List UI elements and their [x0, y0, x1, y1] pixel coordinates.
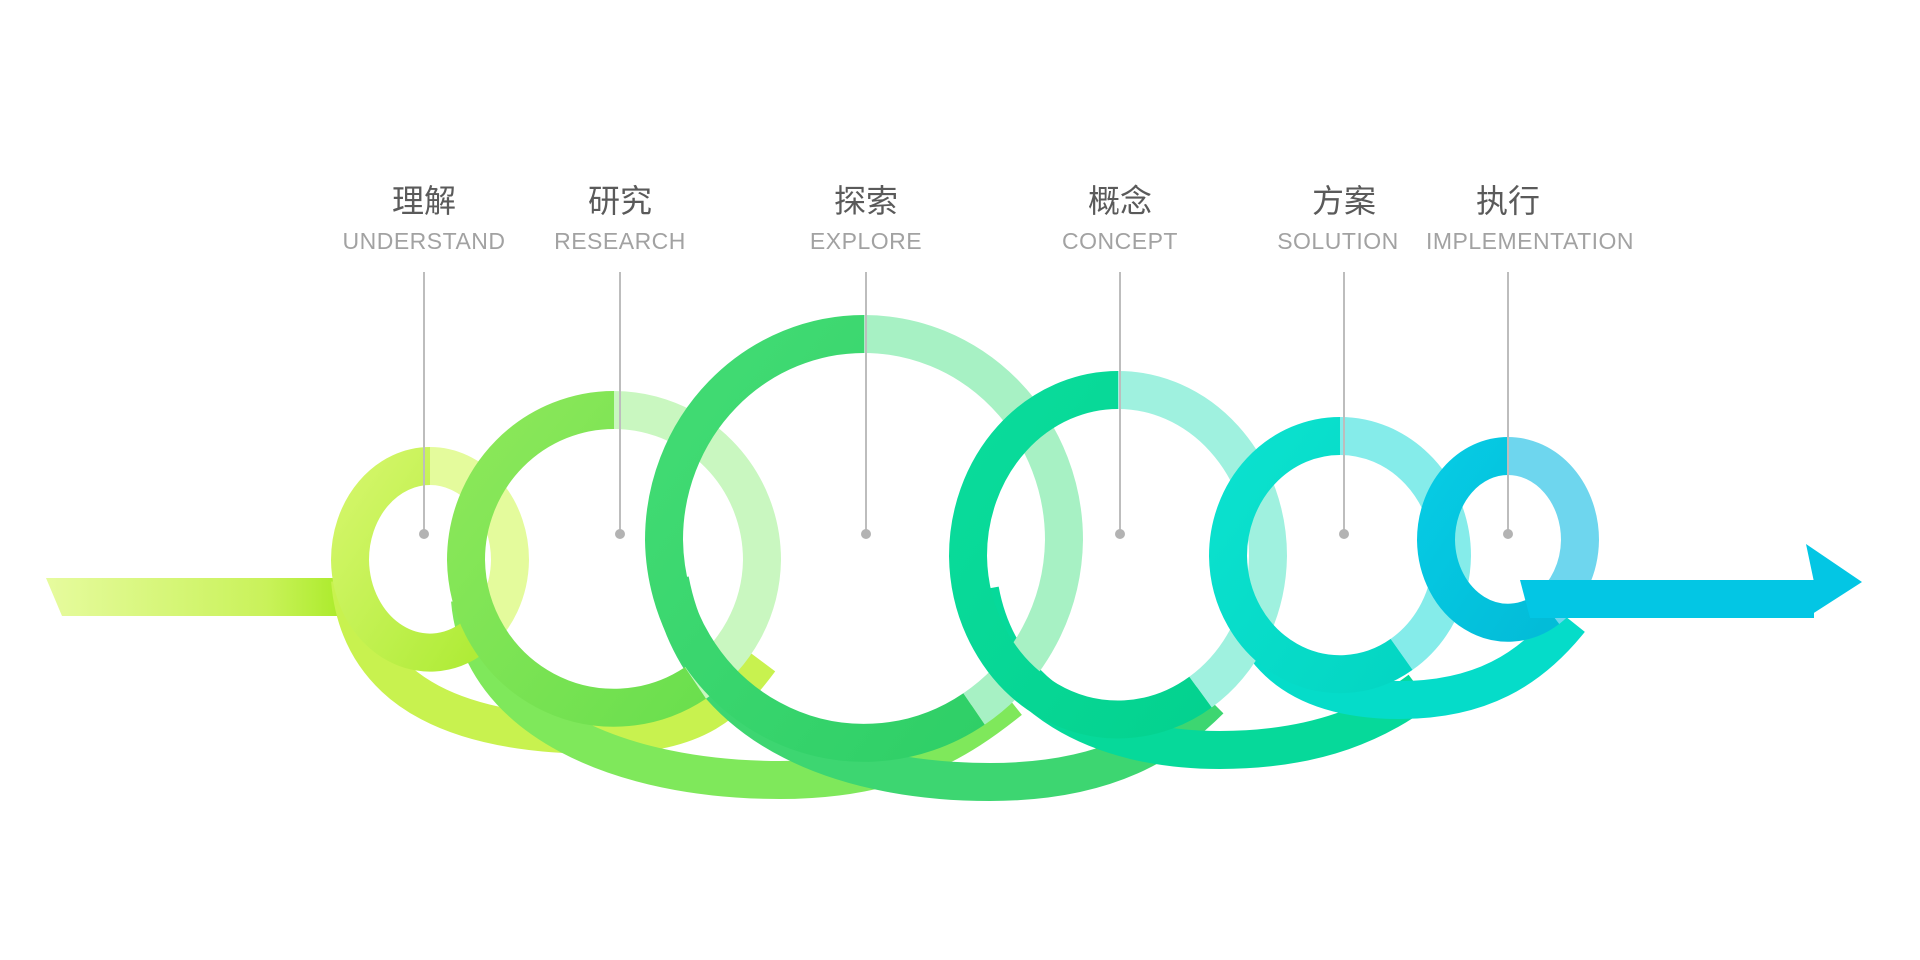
- stage-title-understand: 理解: [392, 182, 456, 220]
- stage-title-concept: 概念: [1088, 182, 1152, 220]
- ribbon-head-band: [1520, 580, 1814, 618]
- pivot-dot-explore: [861, 529, 871, 539]
- stage-title-explore: 探索: [834, 182, 898, 220]
- stage-subtitle-explore: EXPLORE: [810, 228, 922, 254]
- pivot-dot-concept: [1115, 529, 1125, 539]
- ribbon-loop-front-2: [446, 391, 706, 727]
- ribbon-loop-front-5: [1208, 417, 1413, 694]
- ribbon-loop-back-2: [613, 391, 782, 699]
- stage-labels: 理解 UNDERSTAND 研究 RESEARCH 探索 EXPLORE 概念 CONCEPT…: [342, 182, 1634, 539]
- stage-title-solution: 方案: [1312, 182, 1376, 220]
- ribbon-loop-front-1: [330, 447, 486, 672]
- stage-title-research: 研究: [588, 182, 652, 220]
- stage-implementation: 执行 IMPLEMENTATION: [1426, 182, 1634, 539]
- stage-subtitle-research: RESEARCH: [554, 228, 686, 254]
- stage-concept: 概念 CONCEPT: [1062, 182, 1178, 539]
- stage-solution: 方案 SOLUTION: [1277, 182, 1399, 539]
- ribbon-loop-front-6: [1416, 437, 1560, 642]
- pivot-dot-understand: [419, 529, 429, 539]
- stage-research: 研究 RESEARCH: [554, 182, 686, 539]
- ribbon-tail: [46, 578, 360, 616]
- stage-explore: 探索 EXPLORE: [810, 182, 922, 539]
- pivot-dot-implementation: [1503, 529, 1513, 539]
- arrow-head: [1806, 544, 1862, 618]
- ribbon-loop-back-3: [863, 315, 1084, 725]
- loop-ribbon: [46, 315, 1814, 802]
- stage-subtitle-solution: SOLUTION: [1277, 228, 1399, 254]
- stage-subtitle-understand: UNDERSTAND: [342, 228, 505, 254]
- stage-subtitle-concept: CONCEPT: [1062, 228, 1178, 254]
- stage-understand: 理解 UNDERSTAND: [342, 182, 505, 539]
- pivot-dot-solution: [1339, 529, 1349, 539]
- ribbon-loop-front-3: [644, 315, 985, 762]
- stage-title-implementation: 执行: [1476, 182, 1540, 220]
- ribbon-loop-front-4: [948, 371, 1212, 739]
- stage-subtitle-implementation: IMPLEMENTATION: [1426, 228, 1634, 254]
- pivot-dot-research: [615, 529, 625, 539]
